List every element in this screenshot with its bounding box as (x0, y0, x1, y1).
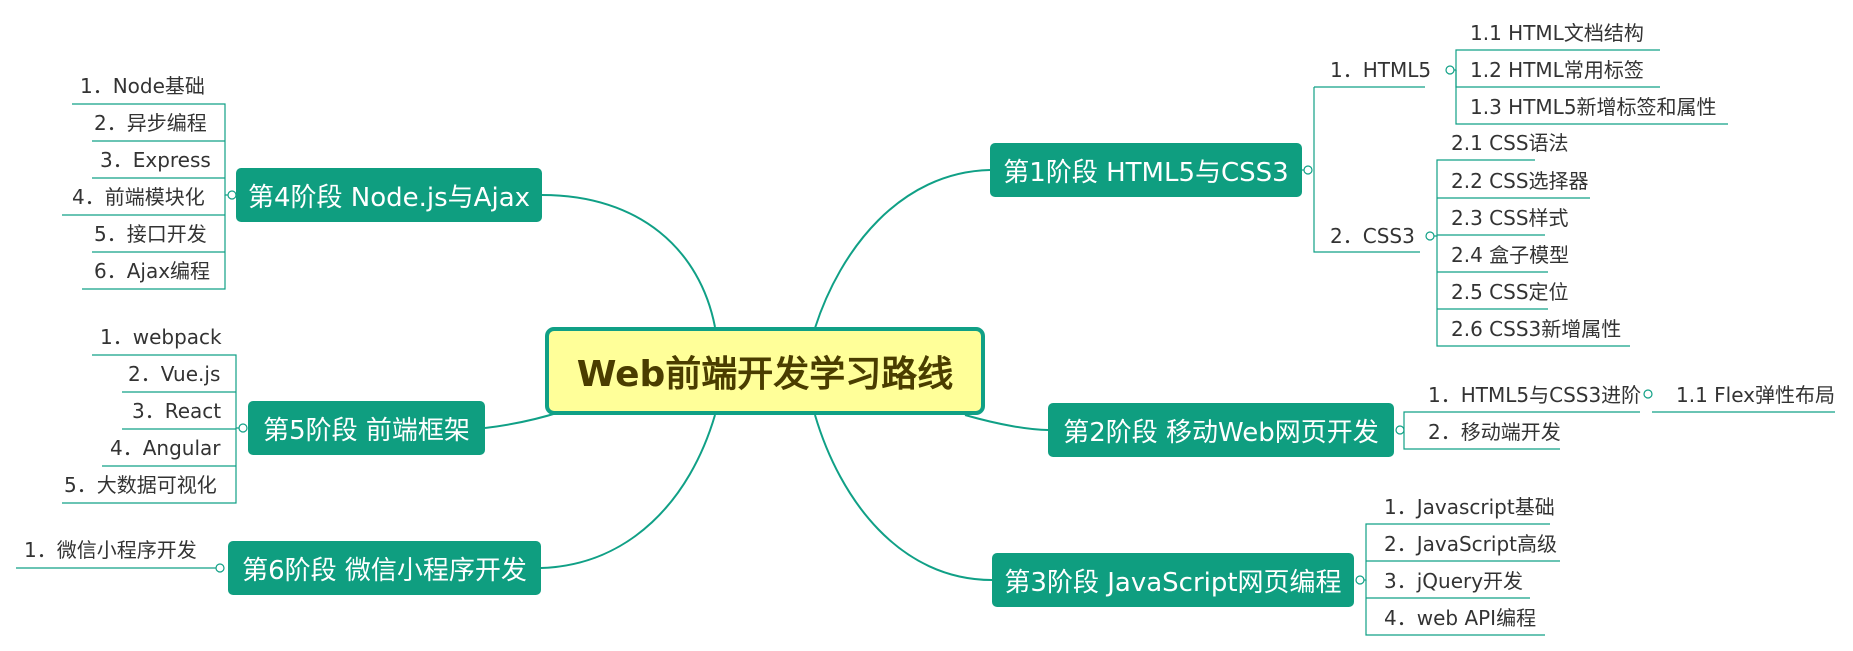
link-center-stage6 (540, 414, 716, 569)
topic-html5[interactable]: 1．HTML5 (1330, 58, 1432, 82)
leaf-angular[interactable]: 4．Angular (110, 436, 221, 460)
leaf-node-basics[interactable]: 1．Node基础 (80, 74, 205, 98)
leaf-css-syntax[interactable]: 2.1 CSS语法 (1451, 131, 1569, 155)
stage-4-node[interactable]: 第4阶段 Node.js与Ajax (236, 168, 542, 222)
leaf-html5-new[interactable]: 1.3 HTML5新增标签和属性 (1470, 95, 1717, 119)
leaf-js-basics[interactable]: 1．Javascript基础 (1384, 495, 1555, 519)
leaf-web-api[interactable]: 4．web API编程 (1384, 606, 1537, 630)
stage-1-node[interactable]: 第1阶段 HTML5与CSS3 (990, 143, 1302, 197)
leaf-bigdata-viz[interactable]: 5．大数据可视化 (64, 473, 217, 497)
topic-css3[interactable]: 2．CSS3 (1330, 224, 1415, 248)
leaf-react[interactable]: 3．React (132, 399, 222, 423)
leaf-express[interactable]: 3．Express (100, 148, 211, 172)
stage-6-node[interactable]: 第6阶段 微信小程序开发 (228, 541, 541, 595)
stage-2-node[interactable]: 第2阶段 移动Web网页开发 (1048, 403, 1394, 457)
leaf-async[interactable]: 2．异步编程 (94, 111, 207, 135)
stage-5-node[interactable]: 第5阶段 前端框架 (248, 401, 485, 455)
leaf-modules[interactable]: 4．前端模块化 (72, 185, 205, 209)
topic-html5-css3-advanced[interactable]: 1．HTML5与CSS3进阶 (1428, 383, 1642, 407)
link-center-stage5 (484, 411, 561, 429)
link-center-stage3 (814, 414, 993, 581)
leaf-ajax[interactable]: 6．Ajax编程 (94, 259, 211, 283)
leaf-vue[interactable]: 2．Vue.js (128, 362, 221, 386)
leaf-css-position[interactable]: 2.5 CSS定位 (1451, 280, 1569, 304)
link-center-stage1 (814, 169, 991, 329)
link-center-stage2 (964, 414, 1049, 431)
leaf-box-model[interactable]: 2.4 盒子模型 (1451, 243, 1570, 267)
leaf-wechat-miniprogram[interactable]: 1．微信小程序开发 (24, 538, 197, 562)
link-center-stage4 (541, 194, 716, 328)
central-topic[interactable]: Web前端开发学习路线 (545, 327, 985, 415)
leaf-api-dev[interactable]: 5．接口开发 (94, 222, 207, 246)
leaf-css-style[interactable]: 2.3 CSS样式 (1451, 206, 1569, 230)
leaf-css3-new[interactable]: 2.6 CSS3新增属性 (1451, 317, 1622, 341)
leaf-html-tags[interactable]: 1.2 HTML常用标签 (1470, 58, 1644, 82)
leaf-jquery[interactable]: 3．jQuery开发 (1384, 569, 1524, 593)
leaf-html-structure[interactable]: 1.1 HTML文档结构 (1470, 21, 1644, 45)
stage-3-node[interactable]: 第3阶段 JavaScript网页编程 (992, 553, 1354, 607)
leaf-flex-layout[interactable]: 1.1 Flex弹性布局 (1676, 383, 1836, 407)
topic-mobile-dev[interactable]: 2．移动端开发 (1428, 420, 1561, 444)
leaf-css-selector[interactable]: 2.2 CSS选择器 (1451, 169, 1589, 193)
leaf-js-advanced[interactable]: 2．JavaScript高级 (1384, 532, 1557, 556)
leaf-webpack[interactable]: 1．webpack (100, 325, 222, 349)
